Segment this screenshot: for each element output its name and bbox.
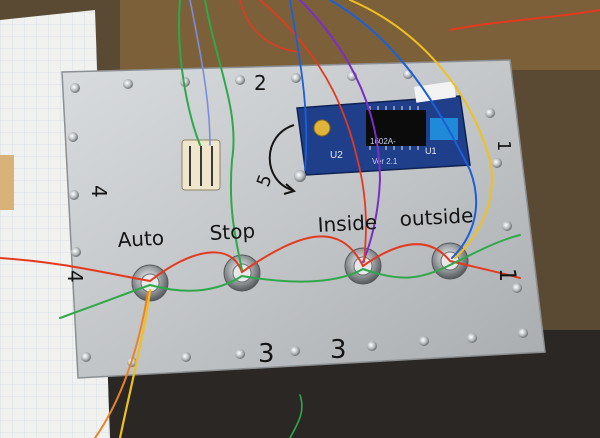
terminal-block	[181, 139, 221, 191]
mount-screw	[294, 170, 306, 182]
perfboard-edge	[0, 155, 14, 210]
marker-arrow	[268, 124, 295, 191]
board-version: Ver 2.1	[372, 157, 398, 166]
potentiometer	[313, 119, 331, 137]
label-4-bottom: 4	[63, 270, 87, 283]
label-4-top: 4	[87, 185, 111, 198]
label-1-top: 1	[493, 140, 514, 151]
label-inside: Inside	[317, 210, 378, 237]
board-sticker	[414, 81, 456, 103]
board-model: 1602A-	[370, 137, 396, 146]
board-label-u1: U1	[425, 146, 437, 156]
label-outside: outside	[399, 203, 474, 231]
label-auto: Auto	[117, 226, 165, 252]
marker-labels: Auto Stop Inside outside 2 3 3 4 4 1 1 5	[63, 71, 519, 369]
board-label-u2: U2	[330, 150, 343, 161]
label-1: 1	[494, 268, 519, 282]
lcd-driver-board: U2 U1 1602A- Ver 2.1	[296, 81, 471, 176]
label-stop: Stop	[209, 219, 256, 245]
label-3-right: 3	[330, 335, 347, 365]
label-3-left: 3	[258, 339, 275, 369]
label-2: 2	[254, 71, 267, 95]
cardboard-box	[120, 0, 600, 70]
